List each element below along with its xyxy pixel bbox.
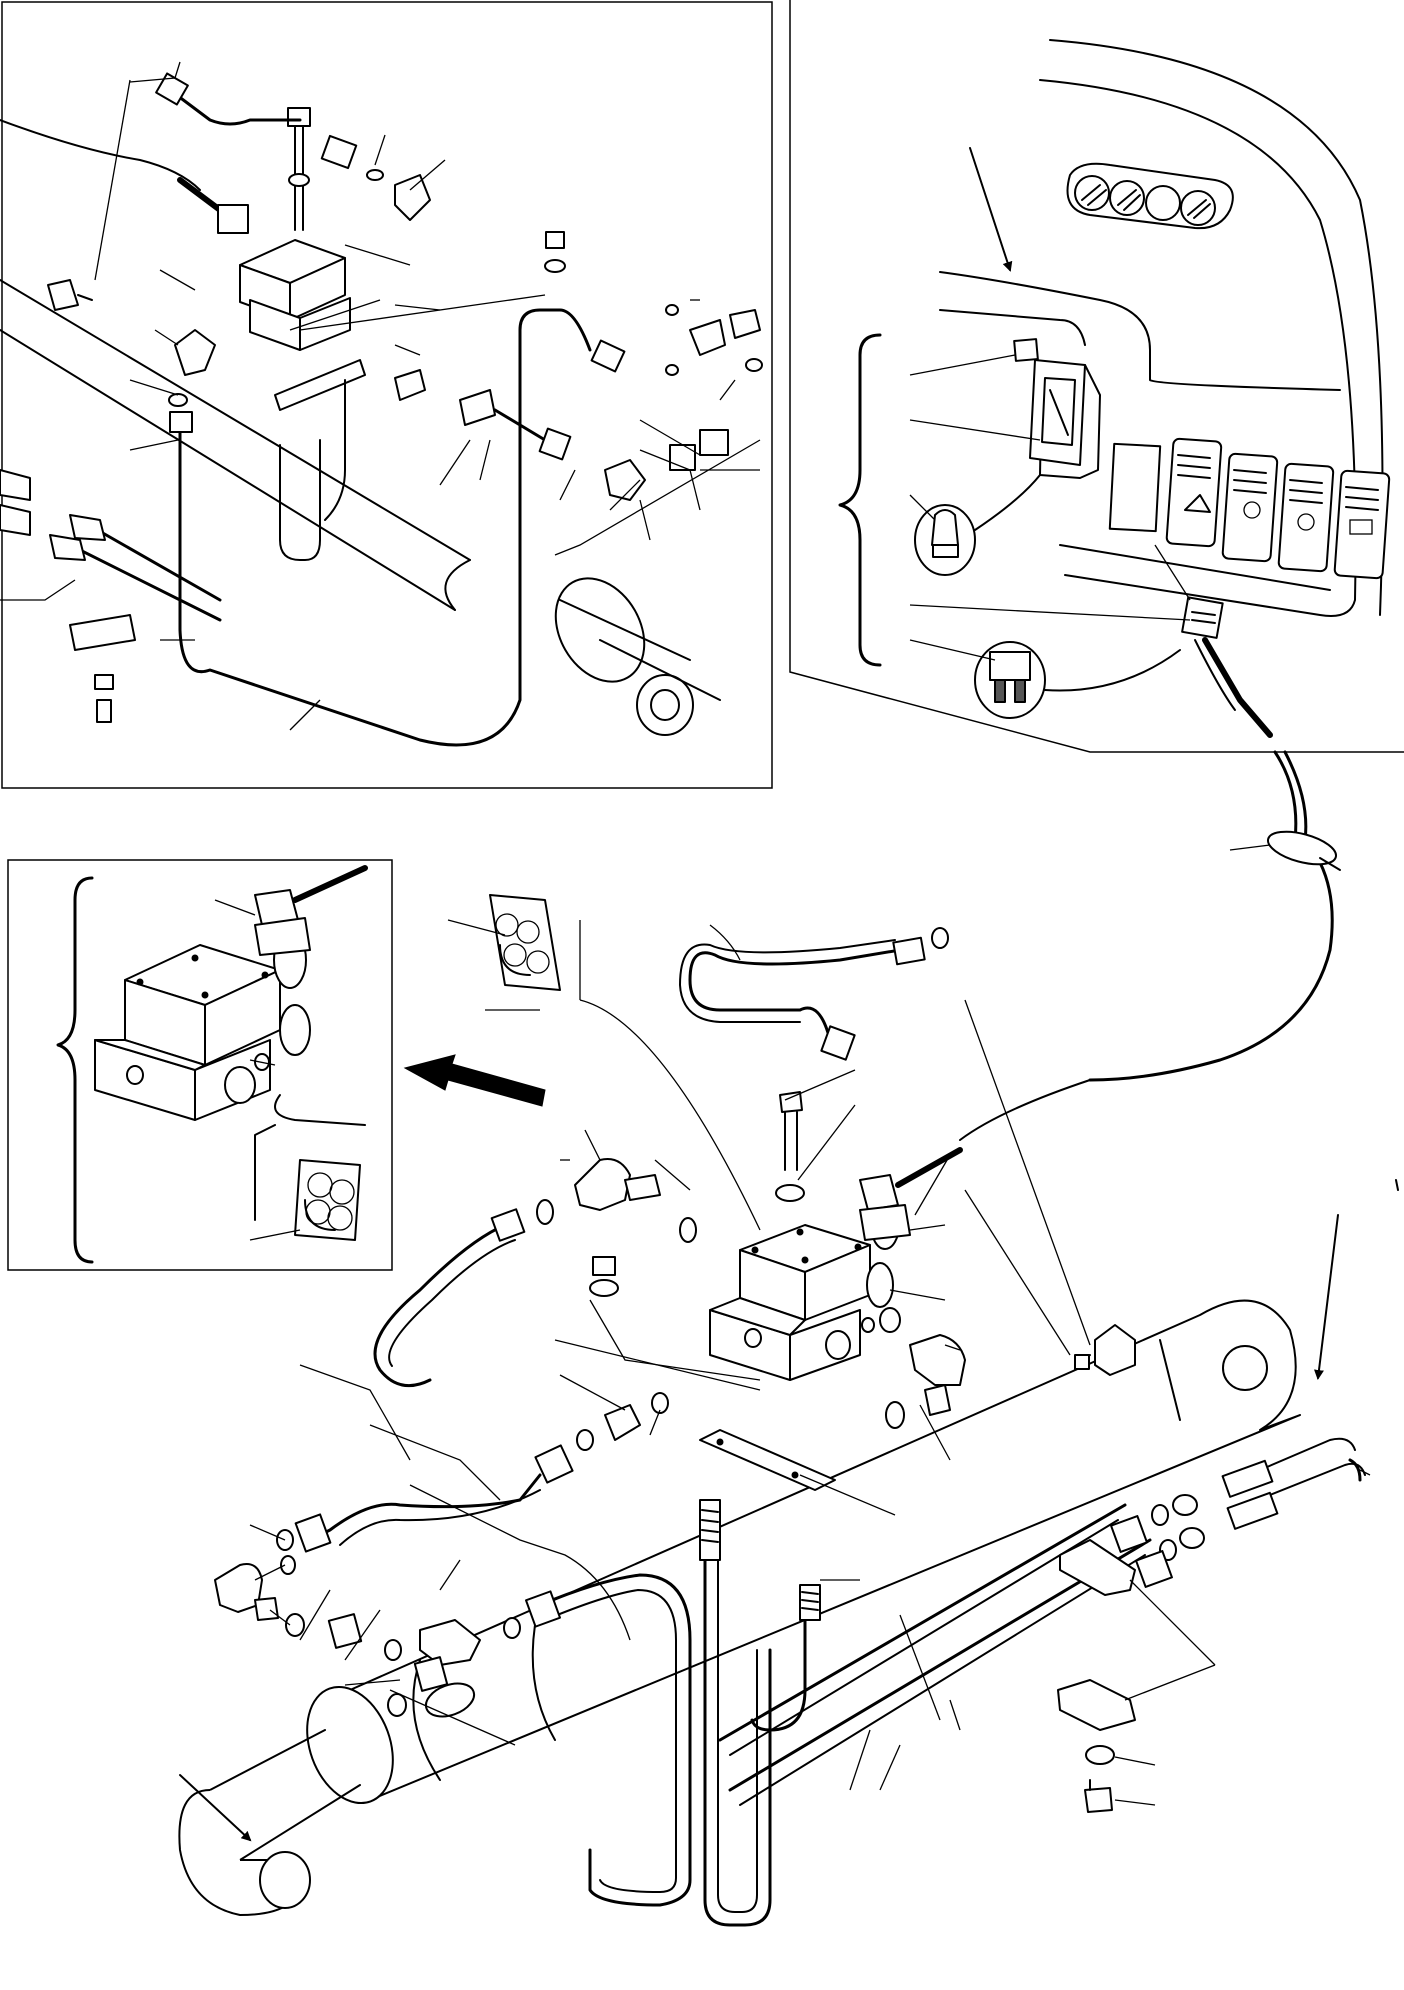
nut-icon [545,231,565,249]
clamp-icon [69,614,136,651]
solenoid-connector-icon [254,889,311,956]
upper-left-installation-detail [0,1,773,789]
main-boom-cylinder-assembly [178,894,1371,1927]
pipe-line [178,308,592,747]
fuse-icon [974,641,1046,719]
pipe-line [718,1503,1127,1742]
group-bracket [56,876,94,1264]
mount-icon [1094,1324,1136,1376]
switch-bank-icon [1108,437,1391,580]
valve-block-icon [239,239,351,351]
edge-mark [1395,1179,1399,1191]
u-bolt-icon [279,439,321,561]
seal-kit-icon [489,894,561,991]
left-valve-block-detail [7,859,393,1271]
upper-left-panel-frame [1,1,773,789]
upper-right-panel-frame [789,0,1404,753]
elbow-fitting-icon [909,1334,966,1386]
elbow-fitting-icon [574,1158,631,1211]
bulb-icon [914,504,976,576]
hose-icon [308,1473,542,1542]
bolt-icon [779,1091,803,1171]
wire-harness [1202,637,1273,738]
leader-lines [249,919,1371,1806]
cable-grommet-icon [1266,830,1341,871]
direction-arrow-icon [179,1774,252,1842]
switch-cap-icon [1013,338,1039,362]
leader-lines [909,354,1191,661]
solenoid-connector-icon [217,204,249,234]
hydraulic-cylinder-icon [178,1299,1301,1916]
leader-lines [0,61,761,731]
pipe-line [373,1223,507,1388]
pipe-line [538,1573,692,1907]
cable-harness [895,1147,963,1188]
valve-block-icon [94,931,311,1121]
cable-line [0,119,201,191]
hose-icon [688,948,902,1042]
left-detail-panel-frame [7,859,393,1271]
washer-icon [589,1279,619,1297]
indicator-light-icon [1066,162,1234,230]
cable-harness [177,177,223,213]
elbow-fitting-icon [394,174,431,221]
washer-icon [1085,1745,1115,1765]
direction-arrow-icon [969,147,1013,272]
direction-arrow-icon [1314,1214,1339,1380]
u-bolt-icon [703,1528,772,1927]
washer-icon [775,1184,805,1202]
cable-harness [292,865,368,903]
elbow-fitting-icon [214,1563,263,1613]
hose-end-icon [1151,1437,1366,1561]
upper-right-cab-switch-panel [789,0,1404,753]
leader-lines [214,899,301,1241]
direction-arrow-icon [403,1054,546,1107]
tee-fitting-icon [419,1619,481,1666]
hose-icon [168,88,302,126]
cable-line [1088,750,1334,1082]
electrical-connector-icon [1181,596,1224,639]
group-bracket [838,333,882,667]
seal-kit-icon [294,1159,361,1241]
solenoid-connector-icon [859,1174,911,1241]
clamp-plate-icon [274,359,366,411]
bolt-icon [1084,1787,1113,1813]
boom-cylinder-icon [0,279,721,736]
washer-icon [288,173,310,187]
nut-icon [592,1256,616,1276]
valve-block-icon [709,1200,900,1381]
clamp-icon [1057,1539,1136,1731]
switch-icon [1029,359,1101,479]
